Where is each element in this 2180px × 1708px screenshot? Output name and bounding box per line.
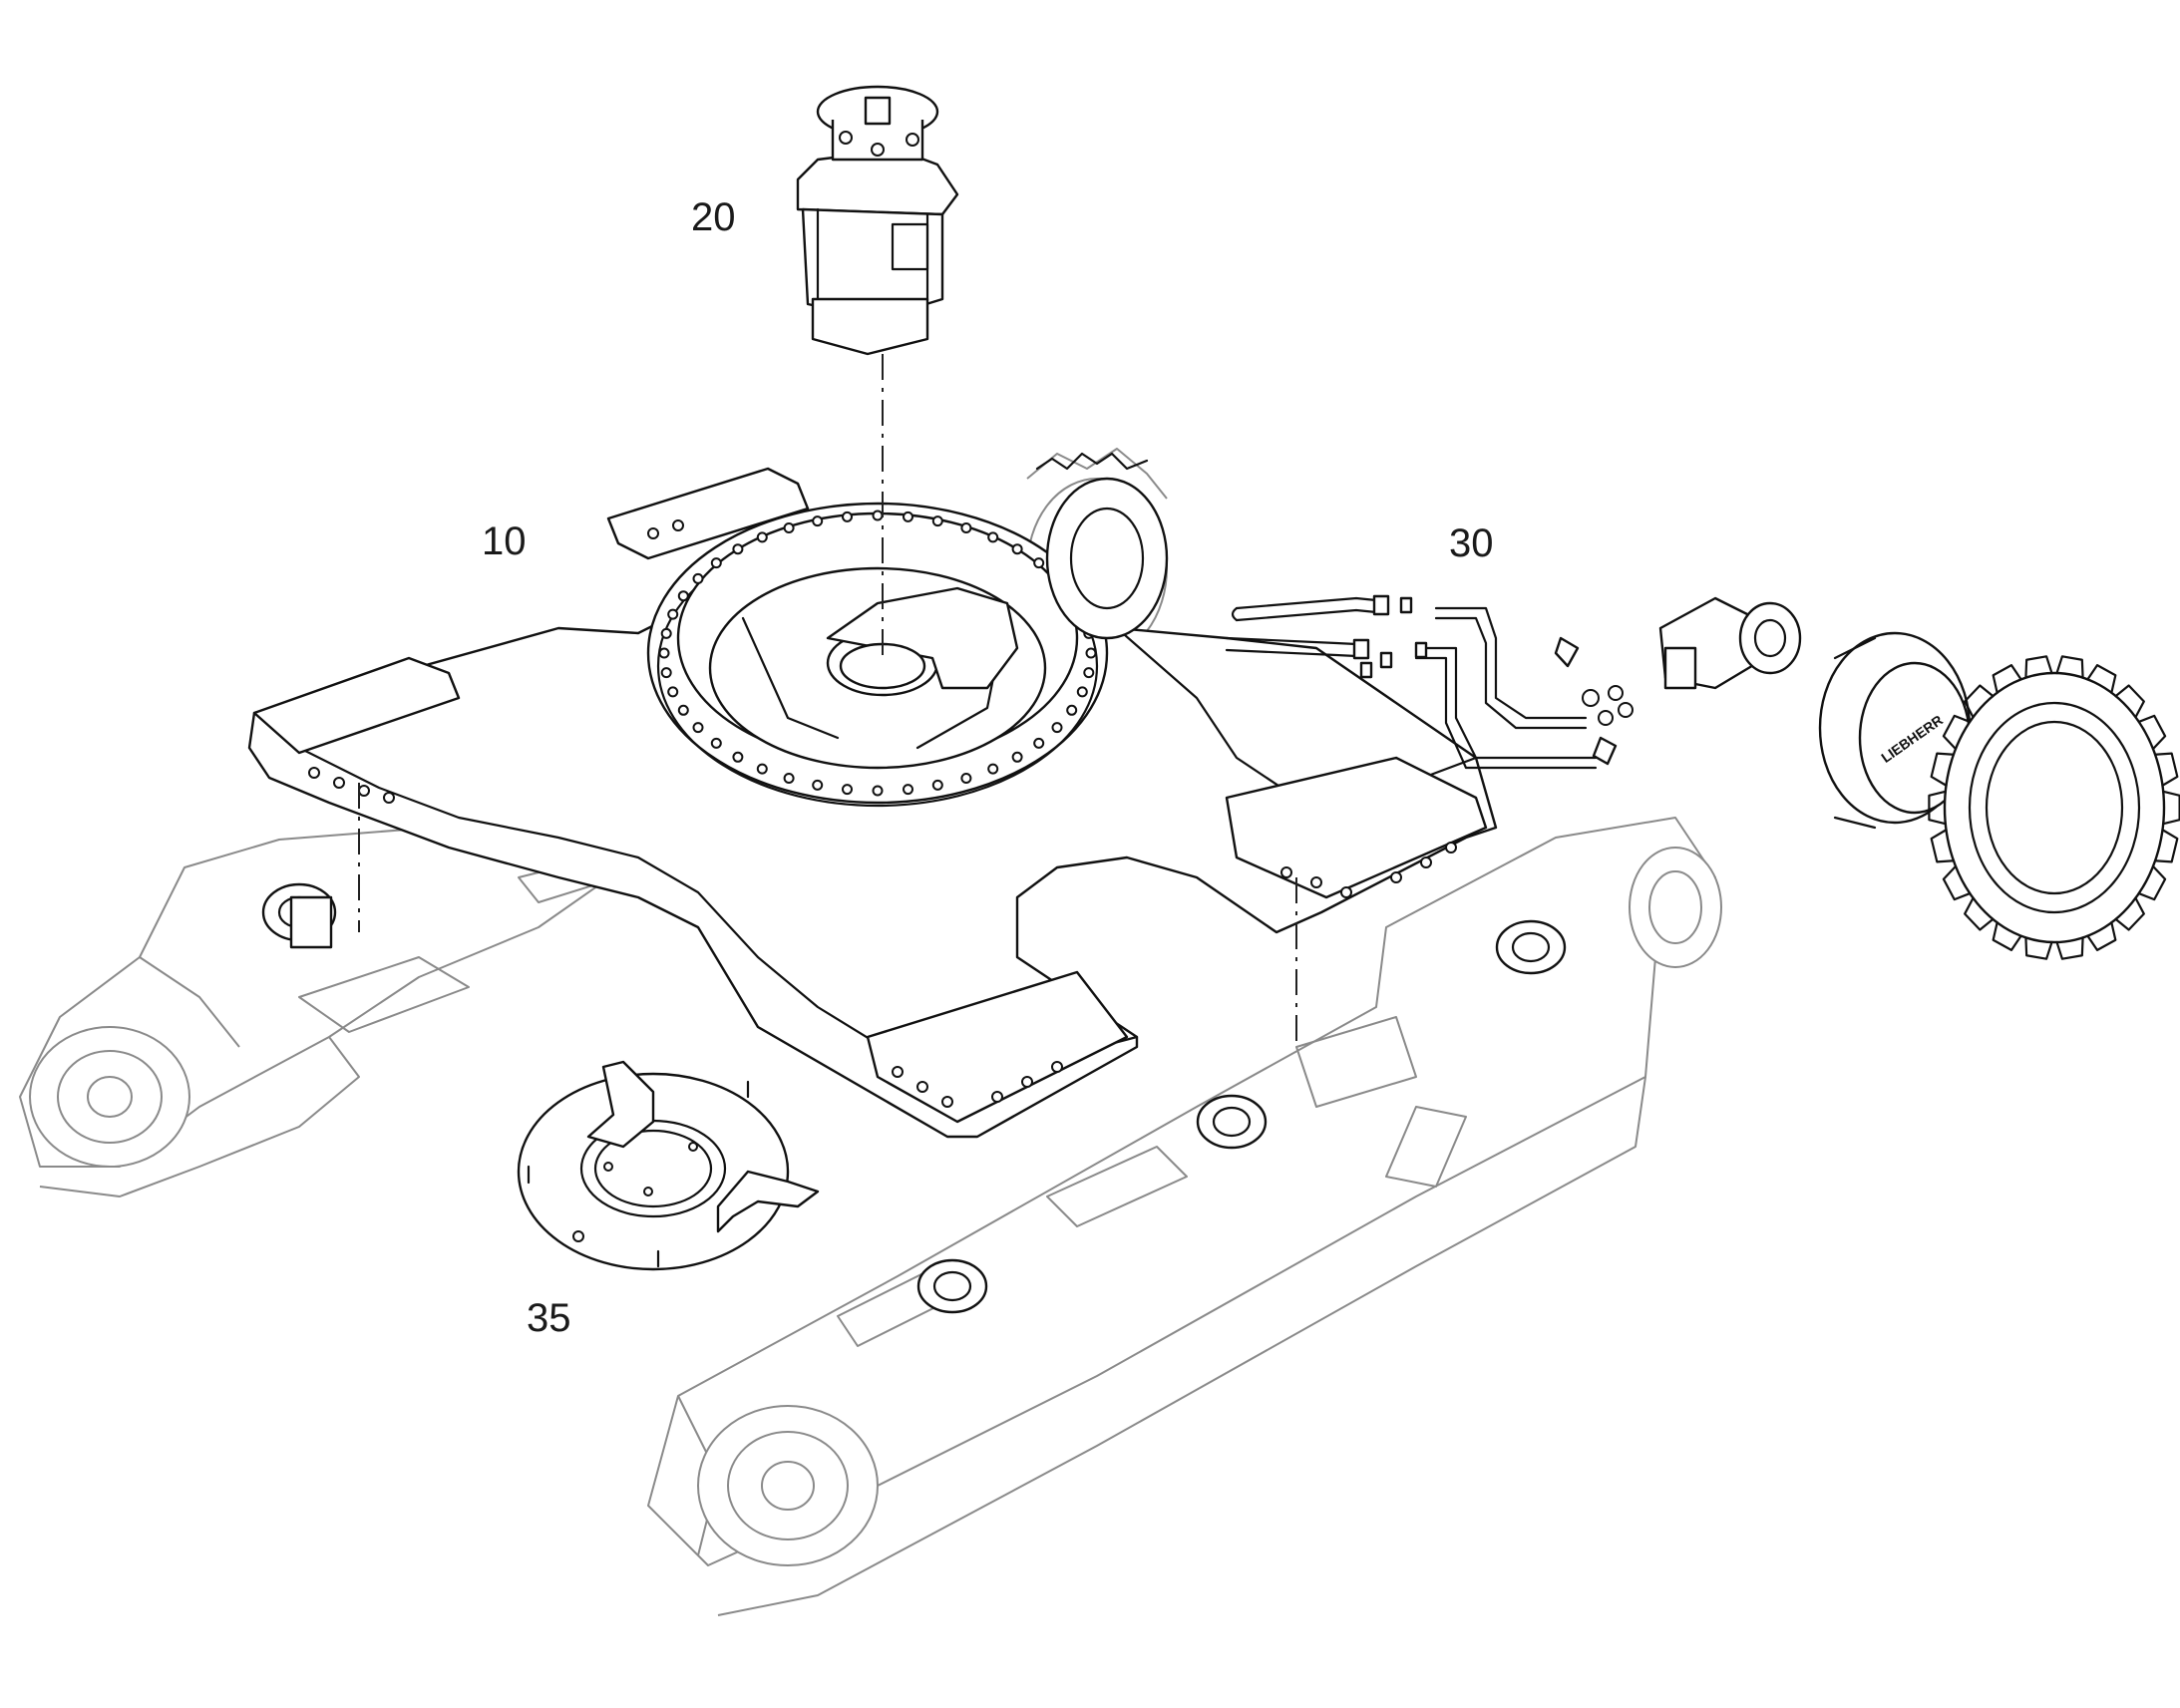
ring-bolt-hole (732, 751, 744, 763)
callout-35: 35 (527, 1296, 571, 1340)
travel-motor (1658, 596, 1802, 690)
part-20-swing-drive (796, 85, 959, 356)
part-30-hydraulic-lines (1225, 594, 1634, 770)
ring-bolt-hole (1066, 704, 1078, 716)
ring-bolt-hole (931, 779, 943, 791)
pad-rear-right (1225, 756, 1488, 899)
ring-bolt-hole (903, 511, 913, 522)
sprocket-tooth (1964, 896, 1995, 931)
ring-bolt-hole (812, 515, 824, 527)
sprocket-tooth (2086, 664, 2117, 694)
slewing-ring (646, 502, 1109, 808)
ring-bolt-hole (1011, 751, 1023, 763)
part-35-cover-plate (517, 1060, 820, 1271)
right-idler-wheel (697, 1405, 879, 1566)
drive-sprocket-teeth (1928, 655, 2180, 960)
ring-bolt-hole (756, 763, 768, 775)
drive-sprocket (1928, 655, 2180, 960)
ring-bolt-hole (692, 572, 704, 584)
ring-bolt-hole (660, 627, 672, 639)
ring-bolt-hole (692, 722, 704, 734)
right-carrier-roller-front (1196, 1094, 1268, 1150)
sprocket-tooth (2137, 714, 2167, 751)
ring-bolt-hole (931, 515, 943, 527)
sprocket-tooth (1928, 790, 1947, 826)
ring-bolt-hole (667, 608, 679, 620)
ring-bolt-hole (677, 590, 689, 602)
ring-bolt-hole (783, 773, 795, 784)
sprocket-tooth (2024, 655, 2053, 679)
sprocket-tooth (2086, 921, 2117, 951)
ring-bolt-hole (903, 784, 913, 796)
pad-bolt-holes (308, 519, 1457, 1108)
sprocket-tooth (2137, 864, 2167, 901)
ring-bolt-hole (812, 779, 824, 791)
sprocket-tooth (1942, 864, 1972, 901)
ring-bolt-hole (960, 522, 972, 533)
ring-bolt-hole (1051, 722, 1063, 734)
ring-bolt-hole (710, 557, 722, 569)
ring-bolt-hole (667, 686, 679, 698)
ring-bolt-hole (842, 784, 853, 796)
ring-bolt-hole (783, 522, 795, 533)
ring-bolt-hole (1011, 543, 1023, 555)
sprocket-tooth (2055, 655, 2084, 679)
ring-bolt-hole (1033, 737, 1045, 749)
callout-10: 10 (482, 519, 527, 563)
pad-front-left (252, 656, 461, 755)
sprocket-tooth (2162, 790, 2180, 826)
ring-bolt-hole (960, 773, 972, 784)
ring-bolt-hole (1033, 557, 1045, 569)
sprocket-tooth (2114, 896, 2145, 931)
sprocket-tooth (1964, 684, 1995, 719)
ring-bolt-hole (987, 763, 999, 775)
ring-bolt-hole (732, 543, 744, 555)
ring-bolt-hole (987, 531, 999, 543)
sprocket-tooth (2153, 829, 2179, 863)
ring-bolt-hole (872, 510, 884, 521)
sprocket-tooth (1992, 664, 2022, 694)
part-10-central-frame (247, 467, 1498, 1139)
ring-bolt-hole (710, 737, 722, 749)
callout-20: 20 (691, 195, 736, 239)
sprocket-tooth (1930, 829, 1956, 863)
ring-bolt-hole (1083, 667, 1095, 679)
rear-idler-wheel (1629, 847, 1722, 968)
sprocket-tooth (1992, 921, 2022, 951)
ring-bolt-hole (1085, 647, 1097, 659)
sprocket-tooth (1942, 714, 1972, 751)
pad-front-right (866, 970, 1129, 1124)
sprocket-tooth (1930, 752, 1956, 787)
sprocket-tooth (2114, 684, 2145, 719)
ring-bolt-hole (660, 667, 672, 679)
right-carrier-roller-mid (916, 1258, 988, 1314)
left-idler-wheel (29, 1026, 190, 1168)
right-carrier-roller-rear (1495, 919, 1567, 975)
callout-30: 30 (1449, 521, 1494, 565)
ring-bolt-hole (756, 531, 768, 543)
rear-drive-sprocket-left (1035, 452, 1169, 640)
ring-bolt-hole (842, 511, 853, 522)
left-carrier-roller (261, 882, 337, 949)
slewing-ring-bolt-circle (658, 510, 1097, 797)
ring-bolt-hole (872, 785, 884, 797)
sprocket-tooth (2024, 936, 2053, 960)
sprocket-tooth (2153, 752, 2179, 787)
ring-bolt-hole (677, 704, 689, 716)
sprocket-tooth (2055, 936, 2084, 960)
right-track-frame (647, 817, 1716, 1566)
ring-bolt-hole (658, 647, 670, 659)
ring-bolt-hole (1076, 686, 1088, 698)
